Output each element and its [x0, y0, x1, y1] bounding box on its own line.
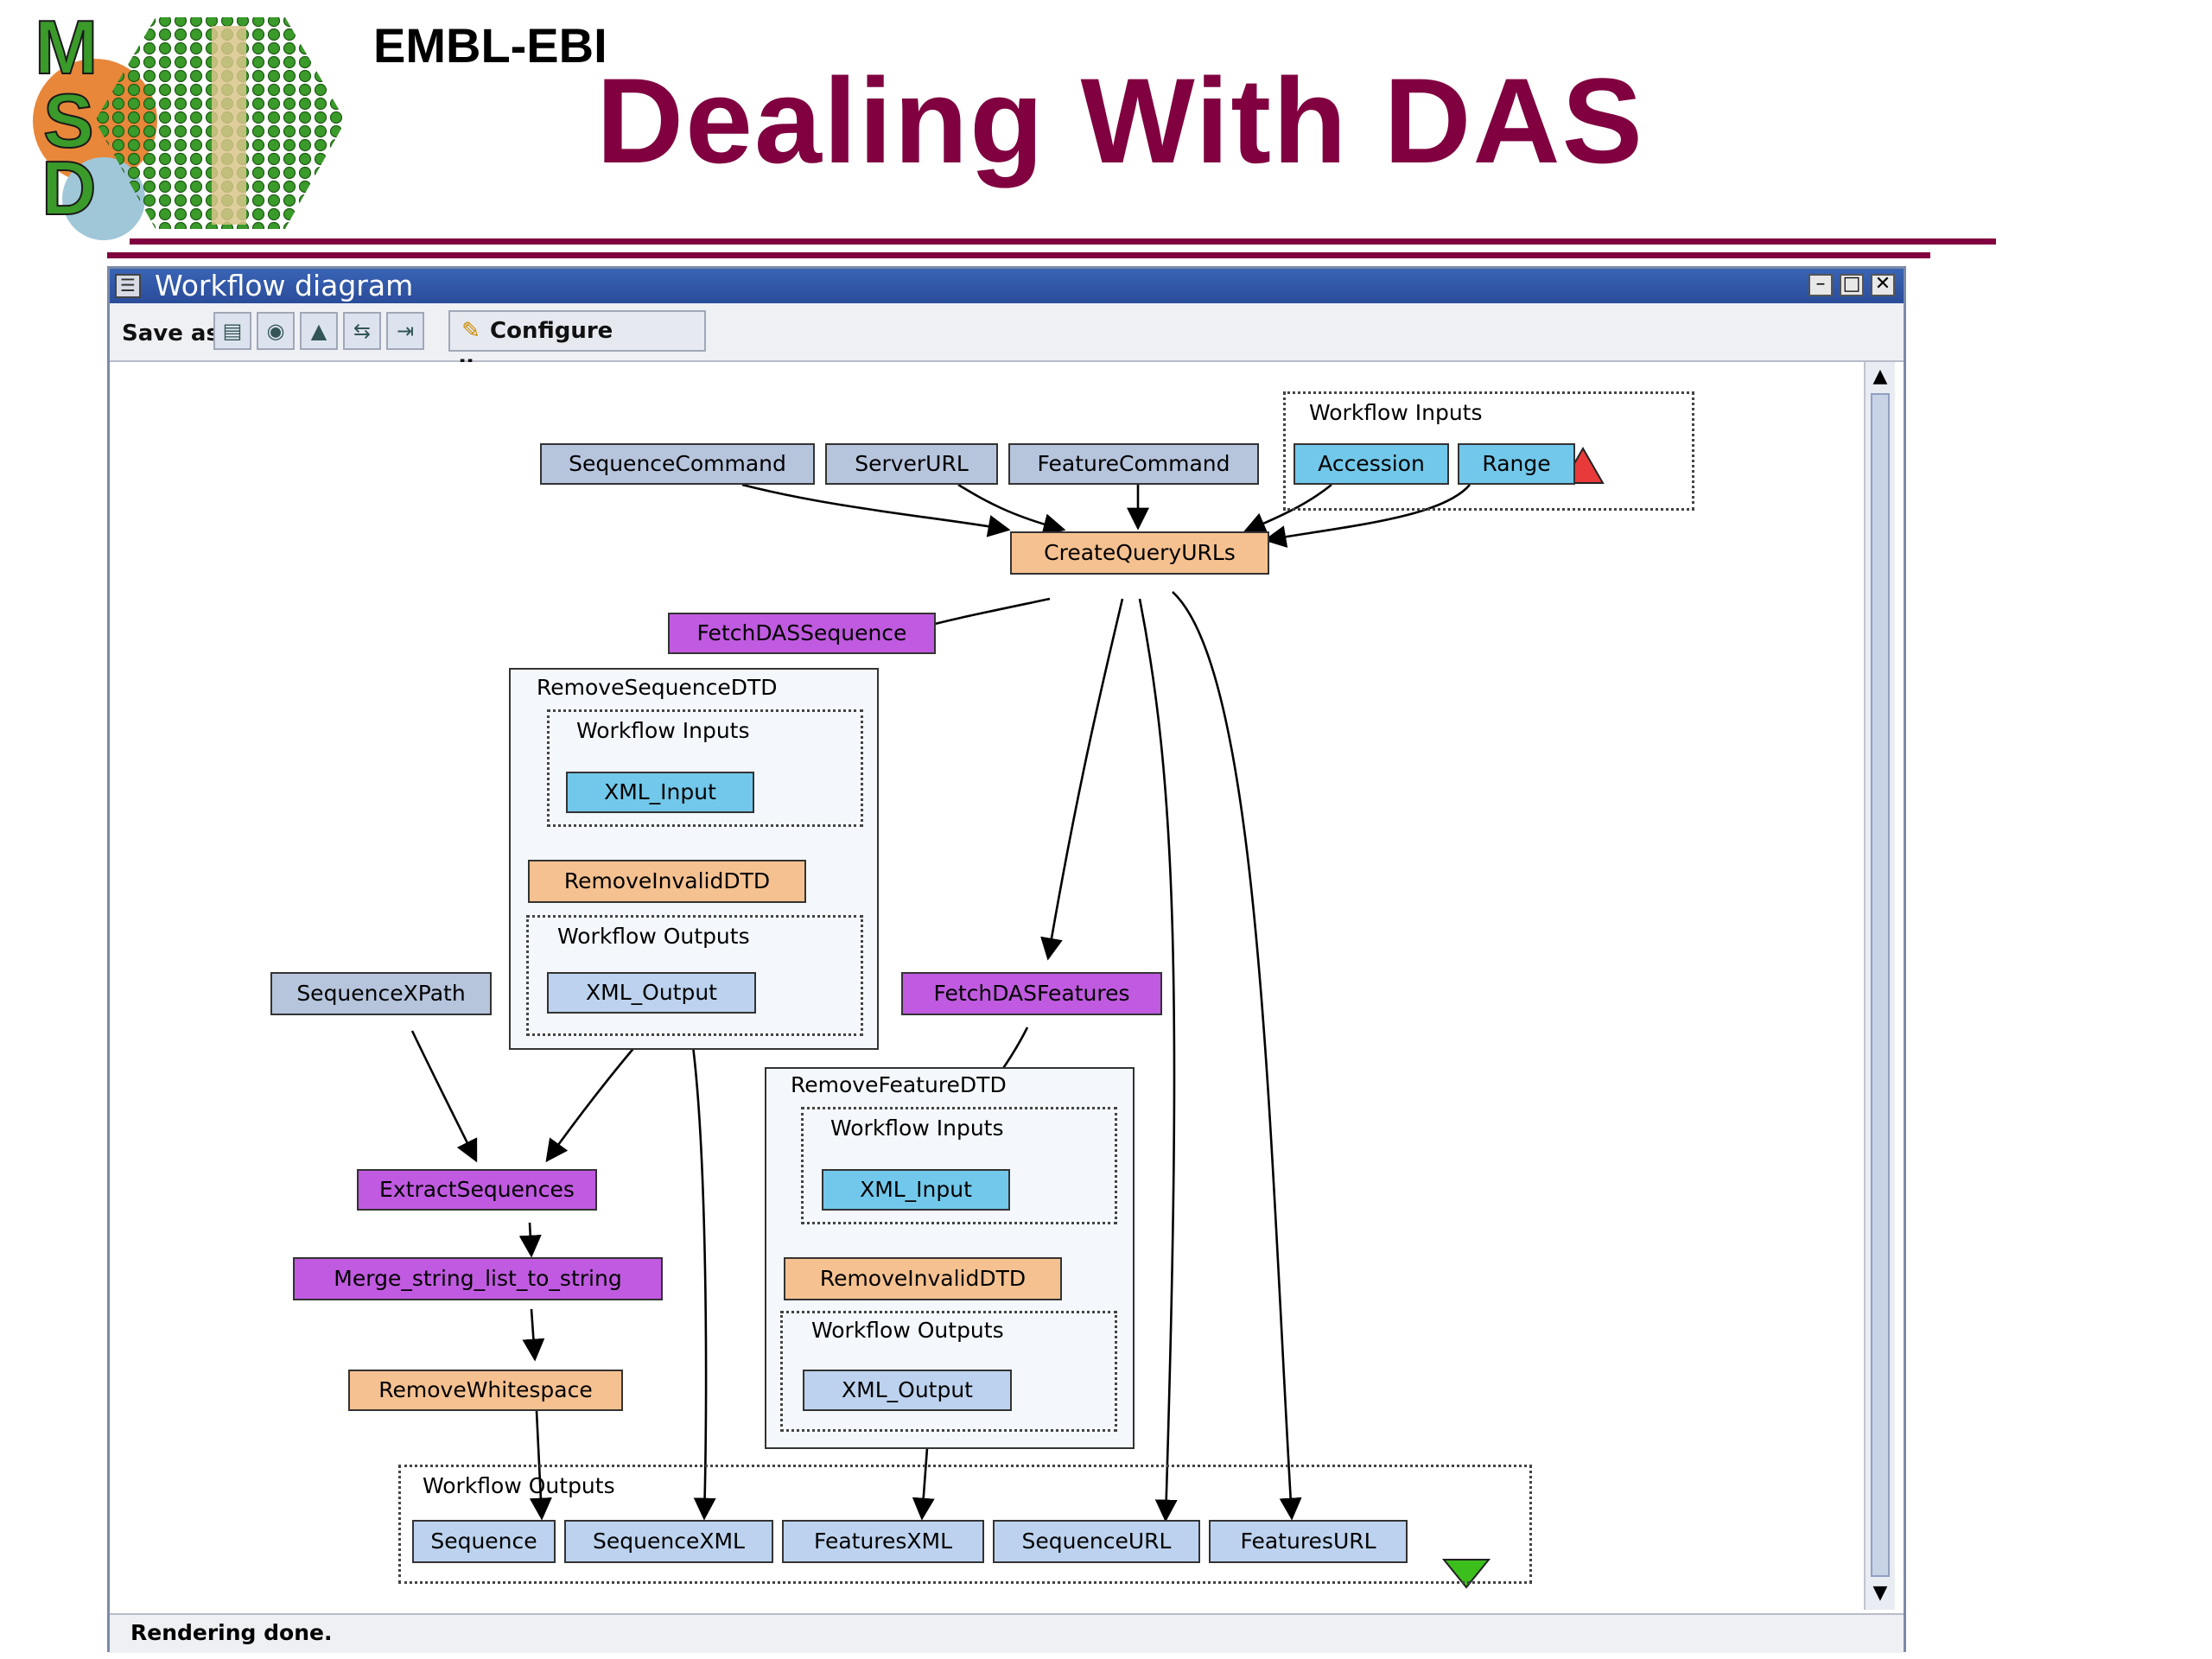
rs-xml-input-node[interactable]: XML_Input — [566, 772, 754, 813]
rs-workflow-inputs-label: Workflow Inputs — [576, 718, 750, 743]
rf-workflow-outputs-group — [780, 1311, 1117, 1432]
window-menu-icon[interactable]: ☰ — [115, 274, 141, 298]
scrollbar-thumb[interactable] — [1871, 393, 1890, 1577]
minimize-icon[interactable]: – — [1808, 274, 1833, 296]
configure-diagram-button[interactable]: ✎Configure diagram — [448, 310, 706, 382]
slide-title: Dealing With DAS — [596, 53, 1644, 188]
accession-node[interactable]: Accession — [1294, 443, 1449, 485]
output-features-xml-node[interactable]: FeaturesXML — [782, 1520, 984, 1563]
create-query-urls-node[interactable]: CreateQueryURLs — [1010, 531, 1269, 575]
title-rule-bottom — [107, 252, 1930, 258]
workflow-diagram-window: ☰ Workflow diagram – □ ✕ Save as ▤ ◉ ▲ ⇆… — [107, 266, 1906, 1653]
workflow-inputs-group — [1283, 391, 1694, 511]
rs-workflow-outputs-label: Workflow Outputs — [557, 924, 750, 949]
rs-workflow-outputs-group — [526, 915, 863, 1036]
close-icon[interactable]: ✕ — [1871, 274, 1895, 296]
scroll-up-icon[interactable]: ▲ — [1872, 365, 1888, 387]
toolbar: Save as ▤ ◉ ▲ ⇆ ⇥ ✎Configure diagram — [110, 303, 1904, 382]
merge-string-list-node[interactable]: Merge_string_list_to_string — [293, 1257, 663, 1300]
rf-workflow-outputs-label: Workflow Outputs — [811, 1318, 1004, 1343]
dot-icon: ⇥ — [396, 319, 415, 343]
rs-workflow-inputs-group — [547, 709, 863, 827]
feature-command-node[interactable]: FeatureCommand — [1008, 443, 1259, 485]
remove-sequence-dtd-label: RemoveSequenceDTD — [537, 675, 778, 700]
postscript-icon: ▲ — [310, 319, 327, 343]
msd-logo: M S D — [33, 3, 346, 240]
status-bar: Rendering done. — [110, 1613, 1904, 1653]
rf-workflow-inputs-group — [801, 1107, 1117, 1224]
rs-remove-invalid-dtd-node[interactable]: RemoveInvalidDTD — [528, 860, 806, 903]
output-sequence-node[interactable]: Sequence — [412, 1520, 556, 1563]
fetch-das-sequence-node[interactable]: FetchDASSequence — [668, 613, 936, 654]
range-node[interactable]: Range — [1458, 443, 1575, 485]
remove-feature-dtd-label: RemoveFeatureDTD — [791, 1072, 1007, 1097]
save-postscript-button[interactable]: ▲ — [300, 312, 338, 350]
output-sequence-xml-node[interactable]: SequenceXML — [564, 1520, 773, 1563]
save-as-label: Save as — [122, 321, 219, 346]
save-dot-button[interactable]: ⇥ — [386, 312, 424, 350]
output-sequence-url-node[interactable]: SequenceURL — [993, 1520, 1200, 1563]
sequence-command-node[interactable]: SequenceCommand — [540, 443, 815, 485]
remove-whitespace-node[interactable]: RemoveWhitespace — [348, 1370, 623, 1411]
rf-remove-invalid-dtd-node[interactable]: RemoveInvalidDTD — [784, 1257, 1062, 1300]
save-png-button[interactable]: ◉ — [257, 312, 295, 350]
fetch-das-features-node[interactable]: FetchDASFeatures — [901, 972, 1162, 1015]
svg-text:M: M — [35, 4, 98, 90]
rs-xml-output-node[interactable]: XML_Output — [547, 972, 756, 1014]
window-titlebar[interactable]: ☰ Workflow diagram – □ ✕ — [110, 269, 1904, 303]
scroll-down-icon[interactable]: ▼ — [1872, 1582, 1888, 1604]
edit-icon: ✎ — [461, 318, 480, 344]
svg-text:D: D — [41, 145, 97, 231]
organization-label: EMBL-EBI — [373, 18, 607, 73]
pdf-icon: ⇆ — [353, 319, 372, 343]
server-url-node[interactable]: ServerURL — [825, 443, 998, 485]
window-title: Workflow diagram — [155, 269, 414, 302]
maximize-icon[interactable]: □ — [1840, 274, 1864, 296]
vertical-scrollbar[interactable]: ▲ ▼ — [1864, 362, 1895, 1610]
save-pdf-button[interactable]: ⇆ — [343, 312, 381, 350]
save-svg-button[interactable]: ▤ — [213, 312, 251, 350]
svg-icon: ▤ — [222, 319, 243, 343]
output-features-url-node[interactable]: FeaturesURL — [1209, 1520, 1408, 1563]
svg-text:S: S — [43, 78, 94, 163]
rf-workflow-inputs-label: Workflow Inputs — [830, 1116, 1004, 1141]
workflow-outputs-label: Workflow Outputs — [423, 1473, 615, 1498]
status-text: Rendering done. — [130, 1620, 333, 1645]
sequence-xpath-node[interactable]: SequenceXPath — [270, 972, 492, 1015]
png-icon: ◉ — [266, 319, 285, 343]
workflow-outputs-group — [398, 1465, 1532, 1584]
rf-xml-output-node[interactable]: XML_Output — [803, 1370, 1012, 1411]
output-marker-icon — [1441, 1559, 1491, 1589]
title-rule-top — [130, 238, 1996, 245]
rf-xml-input-node[interactable]: XML_Input — [822, 1169, 1010, 1211]
extract-sequences-node[interactable]: ExtractSequences — [357, 1169, 597, 1211]
workflow-inputs-label: Workflow Inputs — [1309, 400, 1483, 425]
diagram-canvas[interactable]: Workflow Inputs RemoveSequenceDTD Workfl… — [120, 362, 1862, 1610]
